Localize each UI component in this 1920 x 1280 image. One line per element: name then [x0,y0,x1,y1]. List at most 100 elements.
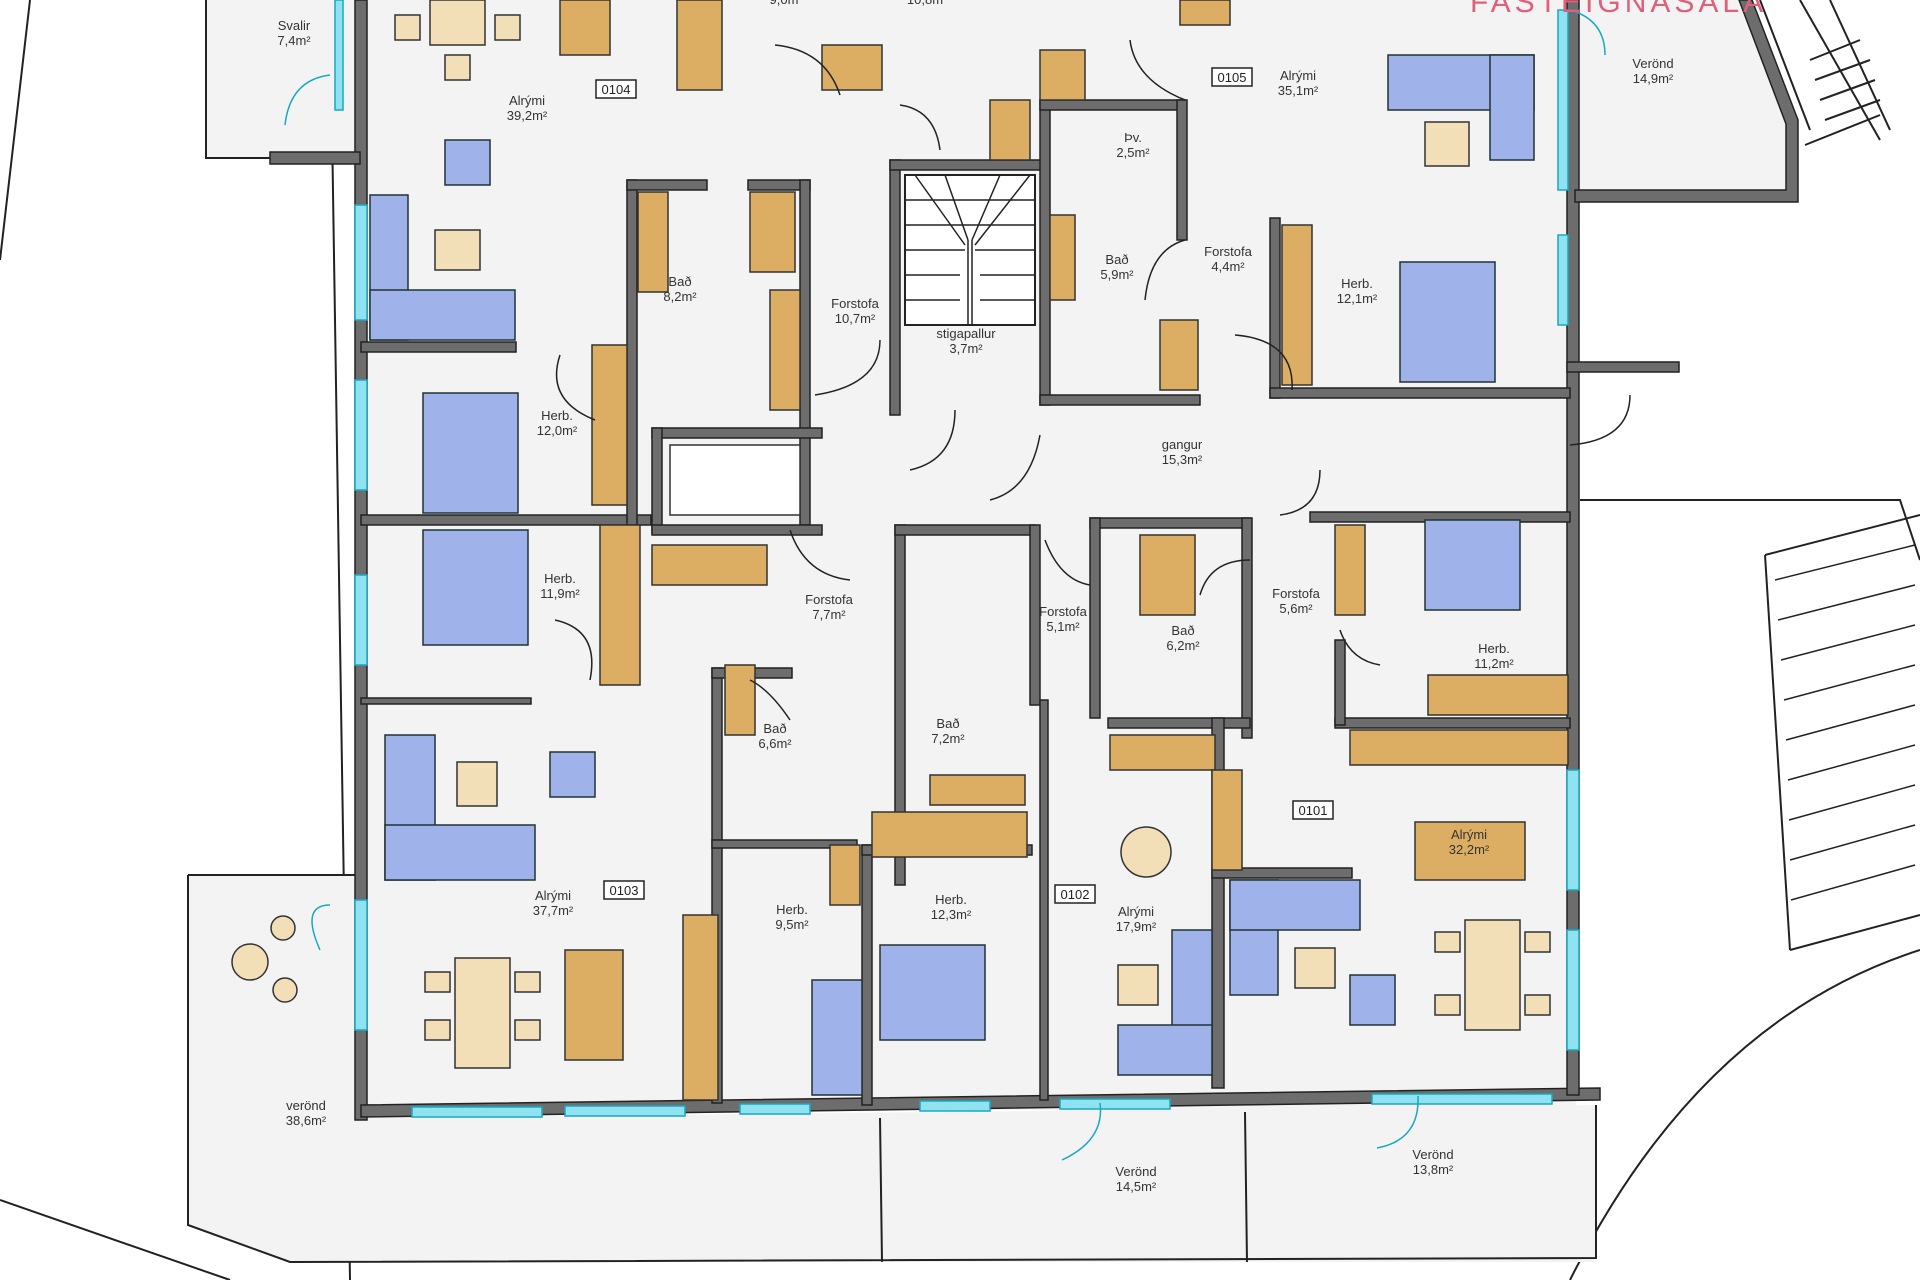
terraces [187,0,1788,1264]
unit-badge: 0101 [1292,800,1334,820]
doors [284,9,1631,1161]
room-name: Verönd [1632,56,1673,71]
room-area: 13,8m² [1413,1162,1454,1177]
room-label: Þv.2,5m² [1116,130,1150,160]
room-name: Bað [1171,623,1194,638]
room-name: Herb. [541,408,573,423]
unit-number: 0102 [1061,887,1090,902]
unit-badges: 0101 0102 0103 0104 0105 [595,67,1334,904]
room-area: 12,0m² [537,423,578,438]
room-label: Herb.12,0m² [537,408,578,438]
room-name: Forstofa [1204,244,1252,259]
room-name: Alrými [1451,827,1487,842]
room-name: Alrými [1280,68,1316,83]
unit-badge: 0104 [595,79,637,99]
room-area: 8,2m² [663,289,697,304]
room-area: 32,2m² [1449,842,1490,857]
room-name: Alrými [535,888,571,903]
room-labels: Svalir7,4m²Alrými39,2m²9,0m10,8mAlrými35… [277,0,1674,1194]
room-area: 38,6m² [286,1113,327,1128]
room-name: Alrými [509,93,545,108]
room-area: 14,9m² [1633,71,1674,86]
unit-badge: 0102 [1054,884,1096,904]
tables-chairs [231,0,1551,1069]
room-label: Herb.11,9m² [540,571,580,601]
room-area: 12,1m² [1337,291,1378,306]
room-label: Herb.11,2m² [1474,641,1514,671]
room-area: 35,1m² [1278,83,1319,98]
room-area: 7,4m² [277,33,311,48]
room-name: Forstofa [831,296,879,311]
room-name: Svalir [278,18,311,33]
unit-number: 0105 [1218,70,1247,85]
room-label: Herb.12,3m² [931,892,972,922]
staircase [904,174,1036,326]
unit-number: 0104 [602,82,631,97]
room-area: 15,3m² [1162,452,1203,467]
room-area: 9,0m [770,0,799,7]
cabinets [559,0,1569,1101]
room-name: Verönd [1412,1147,1453,1162]
room-area: 11,9m² [540,586,580,601]
unit-badge: 0105 [1211,67,1253,87]
room-area: 3,7m² [949,341,983,356]
room-name: Herb. [1478,641,1510,656]
room-name: Þv. [1124,130,1142,145]
bike-rack [1764,514,1920,951]
room-area: 12,3m² [931,907,972,922]
room-name: verönd [286,1098,326,1113]
room-name: Herb. [1341,276,1373,291]
room-area: 14,5m² [1116,1179,1157,1194]
room-area: 5,1m² [1046,619,1080,634]
room-name: gangur [1162,437,1203,452]
room-area: 37,7m² [533,903,574,918]
room-name: Herb. [776,902,808,917]
unit-badge: 0103 [603,880,645,900]
room-area: 17,9m² [1116,919,1157,934]
room-name: Herb. [935,892,967,907]
room-label: Herb.9,5m² [775,902,809,932]
room-name: Forstofa [1039,604,1087,619]
room-label: 9,0m [770,0,799,7]
room-area: 2,5m² [1116,145,1150,160]
room-name: Forstofa [1272,586,1320,601]
room-name: Bað [668,274,691,289]
room-area: 11,2m² [1474,656,1514,671]
unit-number: 0101 [1299,803,1328,818]
room-name: Bað [1105,252,1128,267]
exterior-stairs [1759,0,1891,146]
room-area: 39,2m² [507,108,548,123]
room-area: 4,4m² [1211,259,1245,274]
room-name: Herb. [544,571,576,586]
room-area: 9,5m² [775,917,809,932]
windows [334,0,1580,1118]
room-name: Bað [936,716,959,731]
room-area: 5,9m² [1100,267,1134,282]
room-name: Forstofa [805,592,853,607]
unit-number: 0103 [610,883,639,898]
room-name: Bað [763,721,786,736]
watermark: FASTEIGNASALA [1470,0,1767,19]
room-area: 5,6m² [1279,601,1313,616]
